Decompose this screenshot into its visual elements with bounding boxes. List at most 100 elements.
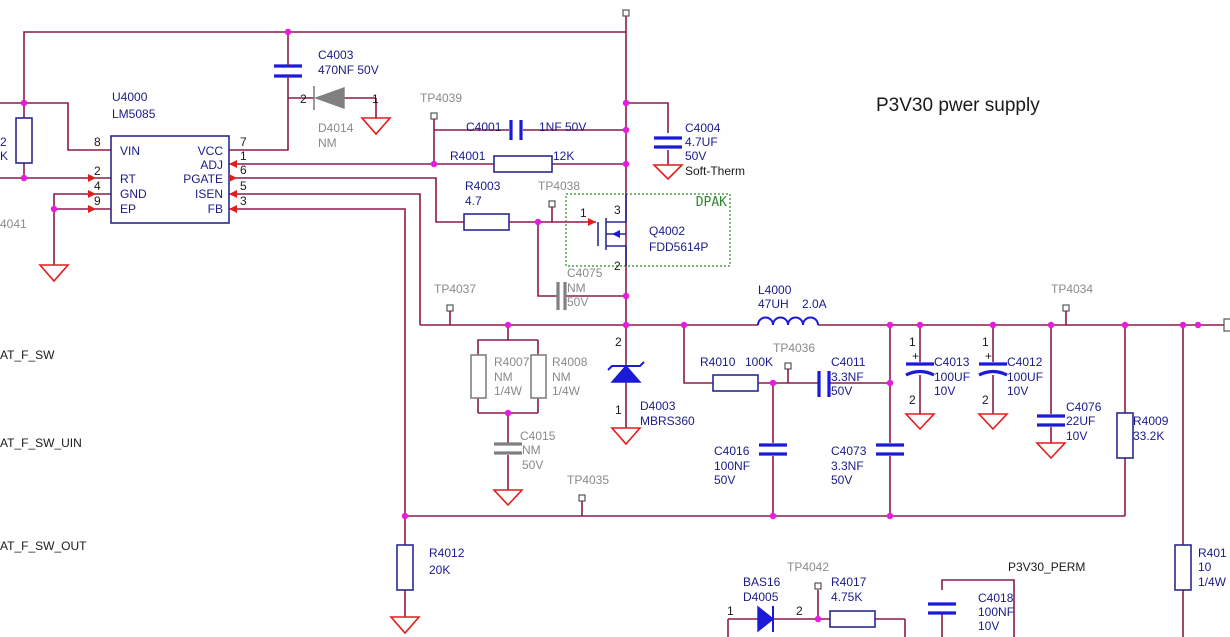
net-label-at-f-sw-uin: AT_F_SW_UIN [0, 436, 82, 450]
ground-icon [977, 413, 1009, 431]
r4017-value: 4.75K [831, 590, 862, 604]
ic-pin-rt: RT [120, 172, 136, 186]
c4015-value: NM [522, 443, 541, 457]
d4005-value: BAS16 [743, 575, 781, 589]
plus-icon: + [985, 349, 992, 363]
r401-value: 10 [1198, 560, 1212, 574]
c4003-value: 470NF 50V [318, 63, 379, 77]
cap-c4004: C4004 4.7UF 50V Soft-Therm [654, 121, 745, 178]
c4003-ref: C4003 [318, 48, 354, 62]
c4004-ref: C4004 [685, 121, 721, 135]
ic-u4000: U4000 LM5085 VIN RT GND EP 8 2 4 9 VCC A… [88, 90, 247, 224]
ic-pinnum-4: 4 [94, 179, 101, 193]
r4008-ref: R4008 [552, 355, 588, 369]
c4073-voltage: 50V [831, 473, 852, 487]
d4014-value: NM [318, 136, 337, 150]
testpoint-icon [548, 200, 556, 208]
pin-arrow-icon [88, 190, 96, 198]
cap-c4013: + 1 2 C4013 100UF 10V [905, 335, 970, 407]
tp4034-label: TP4034 [1051, 282, 1093, 296]
c4011-voltage: 50V [831, 384, 852, 398]
r4003-ref: R4003 [465, 179, 501, 193]
testpoint-icon [578, 494, 586, 502]
c4018-value: 100NF [978, 605, 1014, 619]
pin-arrow-icon [229, 190, 237, 198]
q4002-part: FDD5614P [649, 240, 708, 254]
tp4037-label: TP4037 [434, 282, 476, 296]
testpoint-icon [622, 9, 630, 17]
tp4038-label: TP4038 [538, 179, 580, 193]
cap-c4015: C4015 NM 50V [494, 429, 556, 472]
c4004-note: Soft-Therm [685, 164, 745, 178]
r4008-power: 1/4W [552, 384, 581, 398]
c4012-value: 100UF [1007, 370, 1043, 384]
c4073-value: 3.3NF [831, 459, 864, 473]
ic-pinnum-1: 1 [240, 149, 247, 163]
ic-part: LM5085 [112, 107, 156, 121]
r401-power: 1/4W [1198, 575, 1227, 589]
r4010-value: 100K [745, 355, 773, 369]
diode-icon [610, 364, 642, 383]
c4016-ref: C4016 [714, 444, 750, 458]
cap-c4075: C4075 NM 50V [556, 266, 603, 310]
ic-pinnum-2: 2 [94, 164, 101, 178]
c4075-voltage: 50V [567, 295, 588, 309]
r4001-value: 12K [553, 149, 574, 163]
ic-pin-isen: ISEN [195, 187, 223, 201]
cap-c4011: C4011 3.3NF 50V [817, 355, 866, 398]
r4007-ref: R4007 [494, 355, 530, 369]
pin-arrow-icon [588, 218, 596, 226]
ic-pinnum-9: 9 [94, 194, 101, 208]
q4002-pin-drain: 2 [614, 259, 621, 273]
res-r4007: R4007 NM 1/4W [470, 354, 530, 399]
d4005-pin-1: 1 [727, 604, 734, 618]
d4003-value: MBRS360 [640, 414, 695, 428]
ground-icon [389, 616, 421, 635]
cap-c4076: C4076 22UF 10V [1037, 400, 1102, 443]
left-edge-text-2: 2 [0, 135, 7, 149]
grounds [38, 117, 1067, 635]
l4000-ref: L4000 [758, 283, 792, 297]
q4002-ref: Q4002 [649, 224, 685, 238]
tp4042-label: TP4042 [787, 560, 829, 574]
res-r4003: R4003 4.7 [463, 179, 510, 231]
c4015-voltage: 50V [522, 458, 543, 472]
mosfet-q4002: DPAK 1 3 2 Q4002 FDD5614P [565, 193, 731, 273]
d4005-ref: D4005 [743, 590, 779, 604]
cap-c4003: C4003 470NF 50V [274, 48, 379, 84]
testpoint-icon [430, 112, 438, 120]
r4007-value: NM [494, 370, 513, 384]
res-r4001: R4001 12K [450, 149, 574, 173]
cap-c4001: C4001 1NF 50V [466, 120, 586, 140]
c4001-value: 1NF 50V [539, 120, 586, 134]
res-r4008: R4008 NM 1/4W [530, 354, 588, 399]
l4000-value: 47UH [758, 297, 789, 311]
ic-pinnum-5: 5 [240, 179, 247, 193]
cap-c4012: + 1 2 C4012 100UF 10V [978, 335, 1043, 407]
d4003-ref: D4003 [640, 399, 676, 413]
d4014-pin-1: 1 [372, 92, 379, 106]
d4005-pin-2: 2 [796, 604, 803, 618]
r4009-value: 33.2K [1133, 429, 1164, 443]
c4016-voltage: 50V [714, 473, 735, 487]
c4004-voltage: 50V [685, 149, 706, 163]
c4012-ref: C4012 [1007, 355, 1043, 369]
tp4036-label: TP4036 [773, 341, 815, 355]
res-r4009: R4009 33.2K [1116, 412, 1169, 459]
plus-icon: + [912, 349, 919, 363]
ic-pin-vcc: VCC [198, 144, 224, 158]
ic-pinnum-6: 6 [240, 163, 247, 177]
pin-arrow-icon [229, 174, 237, 182]
diode-d4014: 2 1 D4014 NM [300, 86, 379, 150]
d4003-pin-1: 1 [615, 403, 622, 417]
c4075-ref: C4075 [567, 266, 603, 280]
c4018-ref: C4018 [978, 591, 1014, 605]
ic-pin-ep: EP [120, 202, 136, 216]
c4076-ref: C4076 [1066, 400, 1102, 414]
c4013-voltage: 10V [934, 384, 955, 398]
net-label-p3v30-perm: P3V30_PERM [1008, 560, 1085, 574]
r4012-ref: R4012 [429, 546, 465, 560]
l4000-rating: 2.0A [802, 297, 827, 311]
junction-dots [20, 28, 1202, 623]
pin-arrow-icon [88, 205, 96, 213]
